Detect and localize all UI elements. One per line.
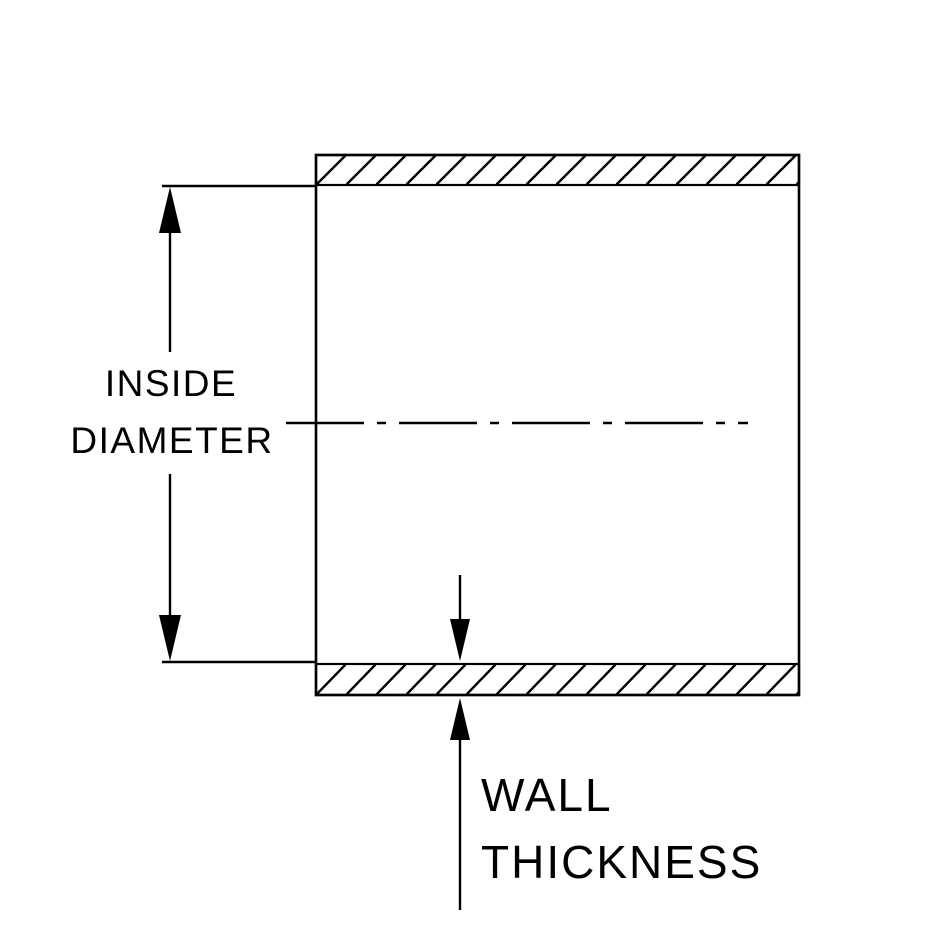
wall-thickness-label-line2: THICKNESS xyxy=(481,836,762,888)
tube-top-wall-hatched xyxy=(314,153,801,187)
arrow-up-icon xyxy=(159,187,181,233)
inside-diameter-label-line1: INSIDE xyxy=(105,363,237,404)
tube-body-outline xyxy=(314,153,801,697)
wall-arrow-down-icon xyxy=(450,619,470,661)
arrow-down-icon xyxy=(159,615,181,661)
inside-diameter-label-line2: DIAMETER xyxy=(70,420,273,461)
wall-arrow-up-icon xyxy=(450,698,470,740)
tube-bottom-wall-hatched xyxy=(314,662,801,697)
wall-thickness-label-line1: WALL xyxy=(481,769,613,821)
